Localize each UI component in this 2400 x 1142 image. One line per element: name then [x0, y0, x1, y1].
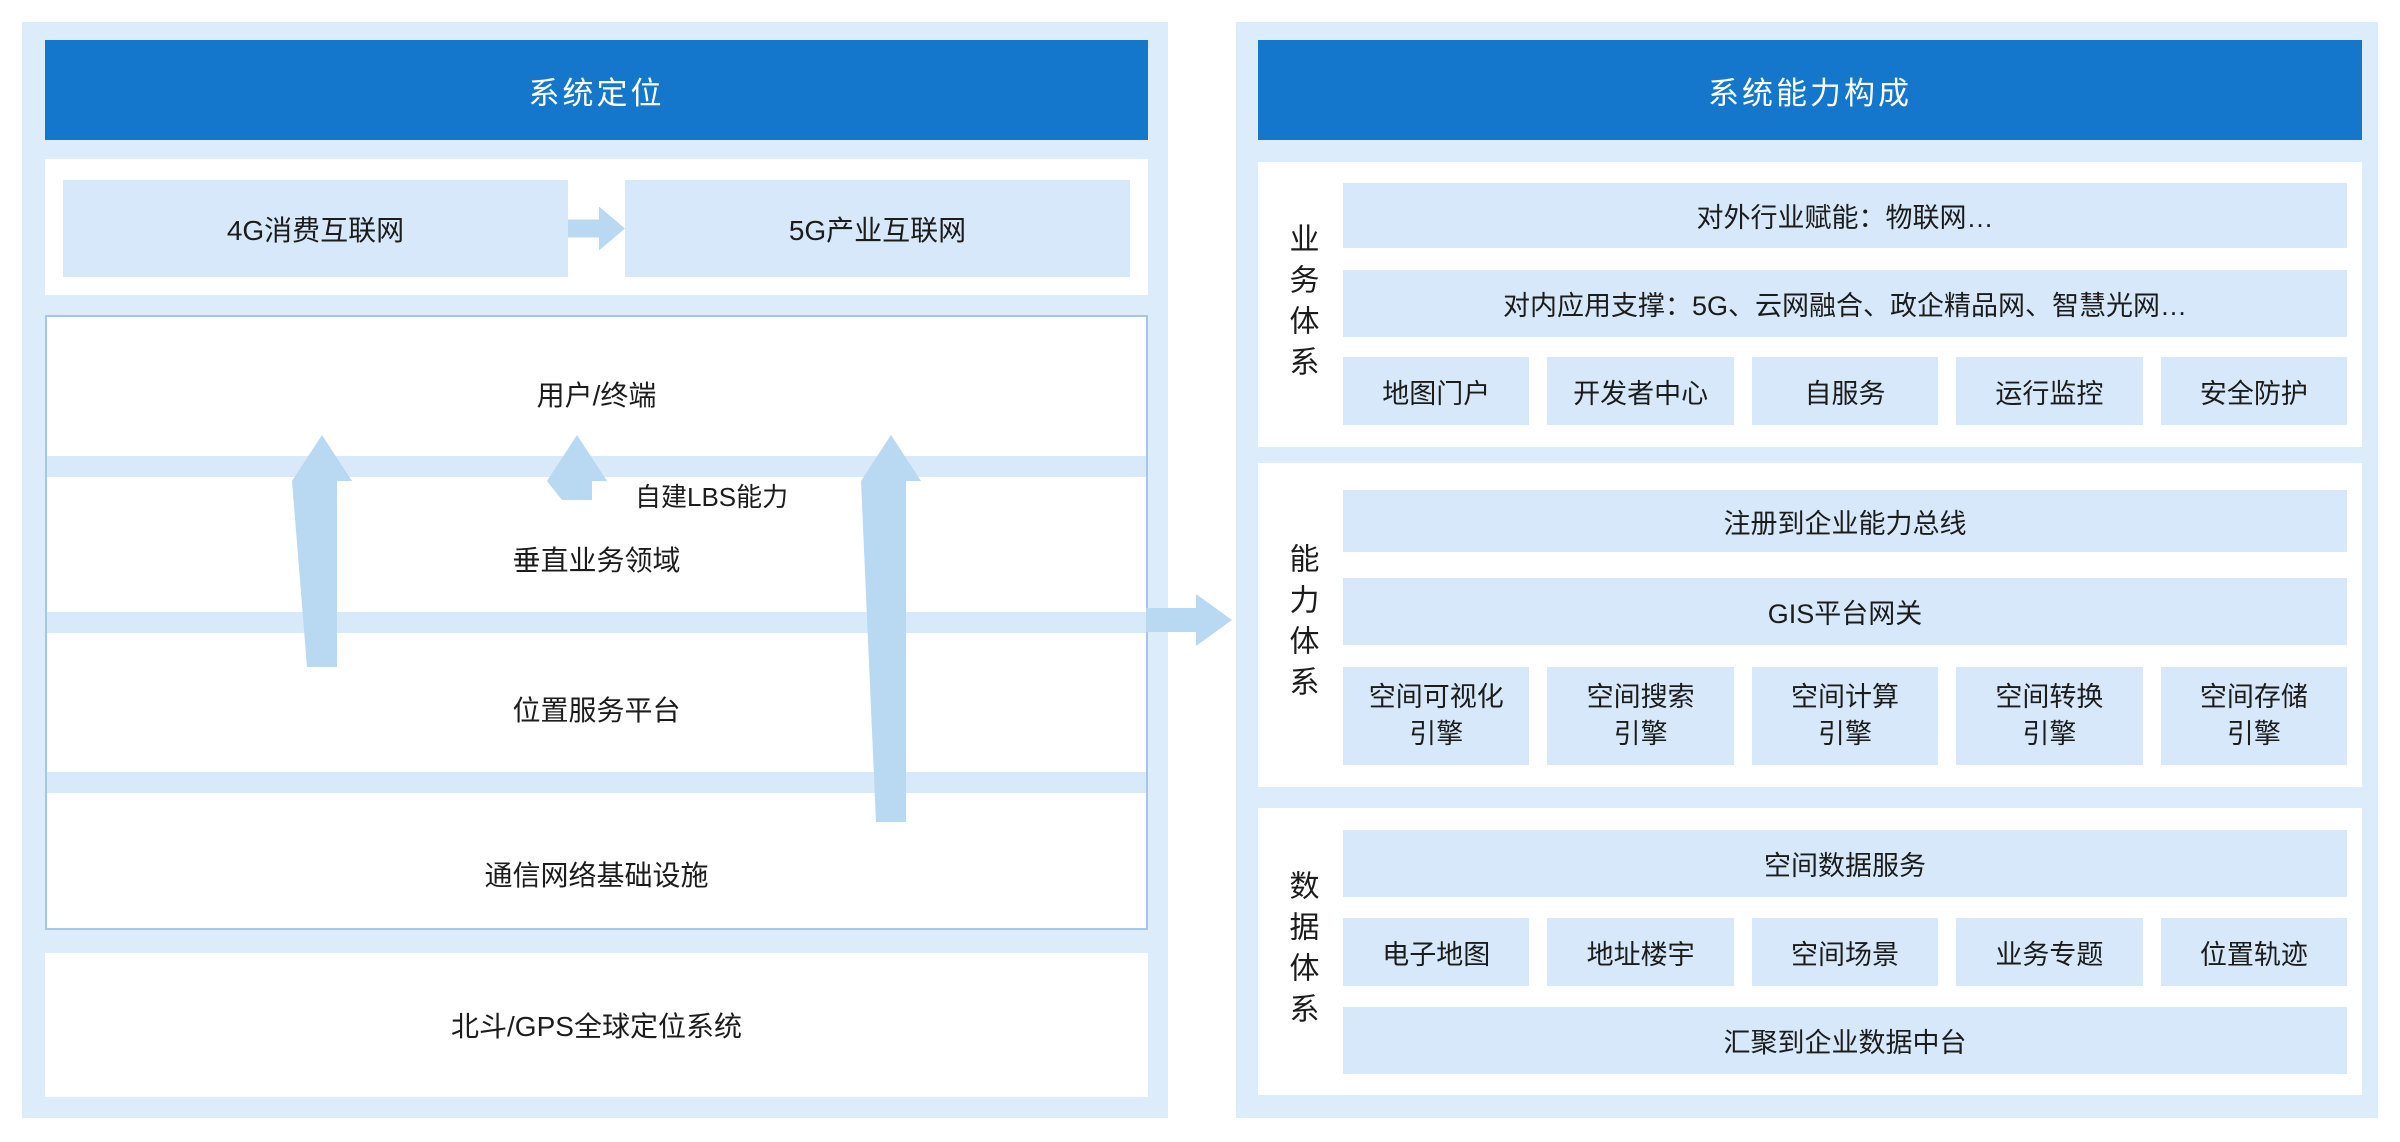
business-system-label: 业务体系: [1284, 222, 1318, 387]
spatial-transform-engine-tile: 空间转换 引擎: [1956, 667, 2143, 765]
data-system-section: 数据体系 空间数据服务 电子地图 地址楼宇 空间场景 业务专题 位置轨迹 汇聚到…: [1258, 808, 2362, 1095]
data-middle-platform-row: 汇聚到企业数据中台: [1343, 1007, 2347, 1074]
electronic-map-tile: 电子地图: [1343, 918, 1530, 986]
business-topic-tile: 业务专题: [1956, 918, 2143, 986]
spatial-visualization-engine-tile: 空间可视化 引擎: [1343, 667, 1530, 765]
security-protection-tile: 安全防护: [2160, 357, 2348, 425]
gps-foundation-box: 北斗/GPS全球定位系统: [45, 953, 1148, 1097]
spatial-storage-engine-tile: 空间存储 引擎: [2160, 667, 2348, 765]
capability-system-label-col: 能力体系: [1258, 463, 1343, 787]
stack-layer-location-platform: 位置服务平台: [512, 695, 681, 726]
spatial-search-engine-tile: 空间搜索 引擎: [1547, 667, 1734, 765]
capability-system-label: 能力体系: [1284, 543, 1318, 707]
address-building-tile: 地址楼宇: [1547, 918, 1734, 986]
layer-divider-band: [47, 612, 1146, 633]
network-evolution-box: 4G消费互联网 5G产业互联网: [45, 159, 1148, 295]
capability-bus-row: 注册到企业能力总线: [1343, 490, 2347, 552]
developer-center-tile: 开发者中心: [1547, 357, 1734, 425]
layered-stack-box: 用户/终端 垂直业务领域 位置服务平台 通信网络基础设施 自建LBS能力: [45, 315, 1148, 930]
evolution-to-tile: 5G产业互联网: [625, 180, 1130, 277]
data-system-label: 数据体系: [1284, 869, 1318, 1034]
business-system-label-col: 业务体系: [1258, 162, 1343, 447]
stack-layer-vertical-business: 垂直业务领域: [512, 545, 681, 576]
system-capability-panel: 系统能力构成 业务体系 对外行业赋能：物联网… 对内应用支撑：5G、云网融合、政…: [1236, 22, 2378, 1118]
stack-layer-network-infrastructure: 通信网络基础设施: [484, 860, 709, 891]
self-service-tile: 自服务: [1751, 357, 1939, 425]
spatial-data-service-row: 空间数据服务: [1343, 830, 2347, 897]
engine-tiles-row: 空间可视化 引擎 空间搜索 引擎 空间计算 引擎 空间转换 引擎 空间存储 引擎: [1343, 667, 2348, 765]
left-panel-title: 系统定位: [45, 40, 1148, 140]
data-tiles-row: 电子地图 地址楼宇 空间场景 业务专题 位置轨迹: [1343, 918, 2348, 986]
layer-divider-band: [47, 772, 1146, 793]
evolution-from-tile: 4G消费互联网: [63, 180, 568, 277]
self-built-lbs-label: 自建LBS能力: [635, 482, 789, 512]
location-track-tile: 位置轨迹: [2160, 918, 2348, 986]
business-system-section: 业务体系 对外行业赋能：物联网… 对内应用支撑：5G、云网融合、政企精品网、智慧…: [1258, 162, 2362, 447]
spatial-computing-engine-tile: 空间计算 引擎: [1751, 667, 1939, 765]
transition-arrow-icon: [568, 206, 625, 251]
capability-system-section: 能力体系 注册到企业能力总线 GIS平台网关 空间可视化 引擎 空间搜索 引擎 …: [1258, 463, 2362, 787]
stack-layer-users: 用户/终端: [536, 380, 657, 411]
up-arrow-icon: [547, 435, 607, 500]
data-system-label-col: 数据体系: [1258, 808, 1343, 1095]
internal-support-row: 对内应用支撑：5G、云网融合、政企精品网、智慧光网…: [1343, 270, 2347, 337]
map-portal-tile: 地图门户: [1343, 357, 1530, 425]
operation-monitoring-tile: 运行监控: [1956, 357, 2143, 425]
business-tiles-row: 地图门户 开发者中心 自服务 运行监控 安全防护: [1343, 357, 2348, 425]
spatial-scene-tile: 空间场景: [1751, 918, 1939, 986]
gis-gateway-row: GIS平台网关: [1343, 578, 2347, 645]
right-panel-title: 系统能力构成: [1258, 40, 2362, 140]
external-enablement-row: 对外行业赋能：物联网…: [1343, 183, 2347, 248]
system-positioning-panel: 系统定位 4G消费互联网 5G产业互联网 用户/终端 垂直业务领域 位置服务平台…: [22, 22, 1168, 1118]
